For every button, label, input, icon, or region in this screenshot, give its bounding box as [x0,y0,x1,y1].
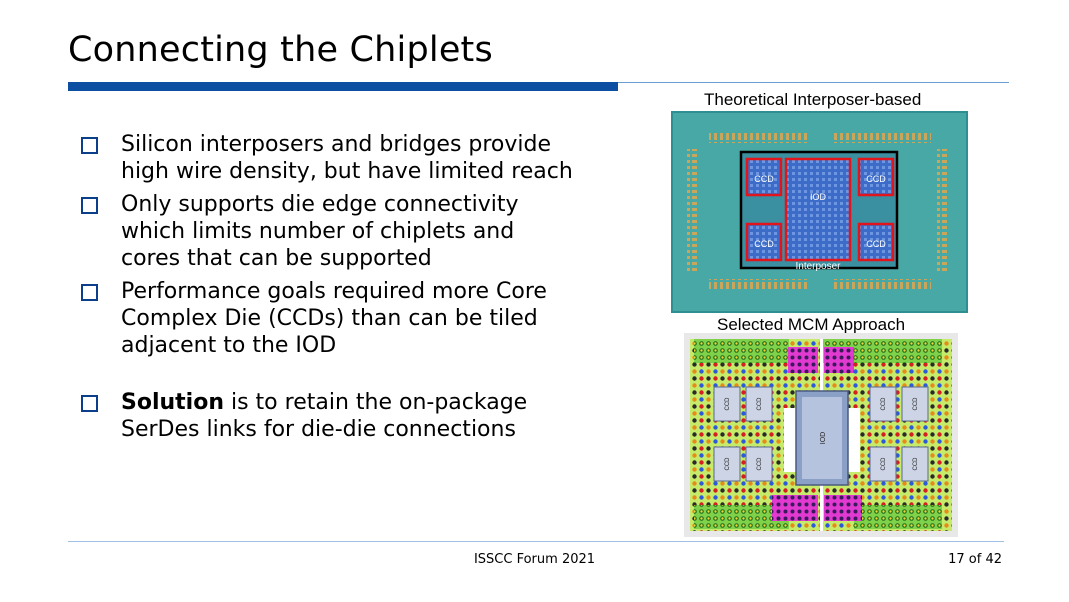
ccd-label: CCD [725,457,731,471]
interposer-package-image: CCD CCD CCD CCD IOD Interposer [671,111,968,313]
square-bullet-icon [81,395,98,412]
ccd-label: CCD [725,397,731,411]
ccd-label: CCD [881,457,887,471]
bullet-text: Performance goals required more Core Com… [121,279,547,358]
ccd-label: CCD [757,457,763,471]
ccd-label: CCD [913,397,919,411]
slide-title: Connecting the Chiplets [68,30,493,70]
bullet-item: Performance goals required more Core Com… [78,278,578,359]
square-bullet-icon [81,197,98,214]
solution-text: is to retain the on-package SerDes links… [121,390,528,442]
figure2-caption: Selected MCM Approach [717,315,906,334]
iod-label: IOD [810,192,827,202]
figure1-caption: Theoretical Interposer-based [704,90,922,109]
footer-rule [68,541,1004,542]
bullet-list: Silicon interposers and bridges provide … [78,131,578,449]
bullet-item-solution: Solution is to retain the on-package Ser… [78,389,578,443]
ccd-label: CCD [866,174,886,184]
solution-bold: Solution [121,390,224,415]
bullet-text: Silicon interposers and bridges provide … [121,132,573,184]
ccd-label: CCD [754,239,774,249]
ccd-label: CCD [754,174,774,184]
ccd-label: CCD [913,457,919,471]
bullet-item: Silicon interposers and bridges provide … [78,131,578,185]
ccd-label: CCD [757,397,763,411]
ccd-label: CCD [866,239,886,249]
square-bullet-icon [81,284,98,301]
ccd-label: CCD [881,397,887,411]
title-rule-thick [68,82,618,91]
title-rule-thin [618,82,1009,83]
mcm-package-image: IOD CCD CCD CCD CCD CCD CCD CCD CCD [684,333,958,537]
bullet-item: Only supports die edge connectivity whic… [78,191,578,272]
bullet-text: Only supports die edge connectivity whic… [121,192,519,271]
page-number: 17 of 42 [948,552,1002,567]
iod-label: IOD [820,432,827,444]
square-bullet-icon [81,137,98,154]
footer-conference: ISSCC Forum 2021 [473,552,596,567]
interposer-label: Interposer [795,261,841,272]
